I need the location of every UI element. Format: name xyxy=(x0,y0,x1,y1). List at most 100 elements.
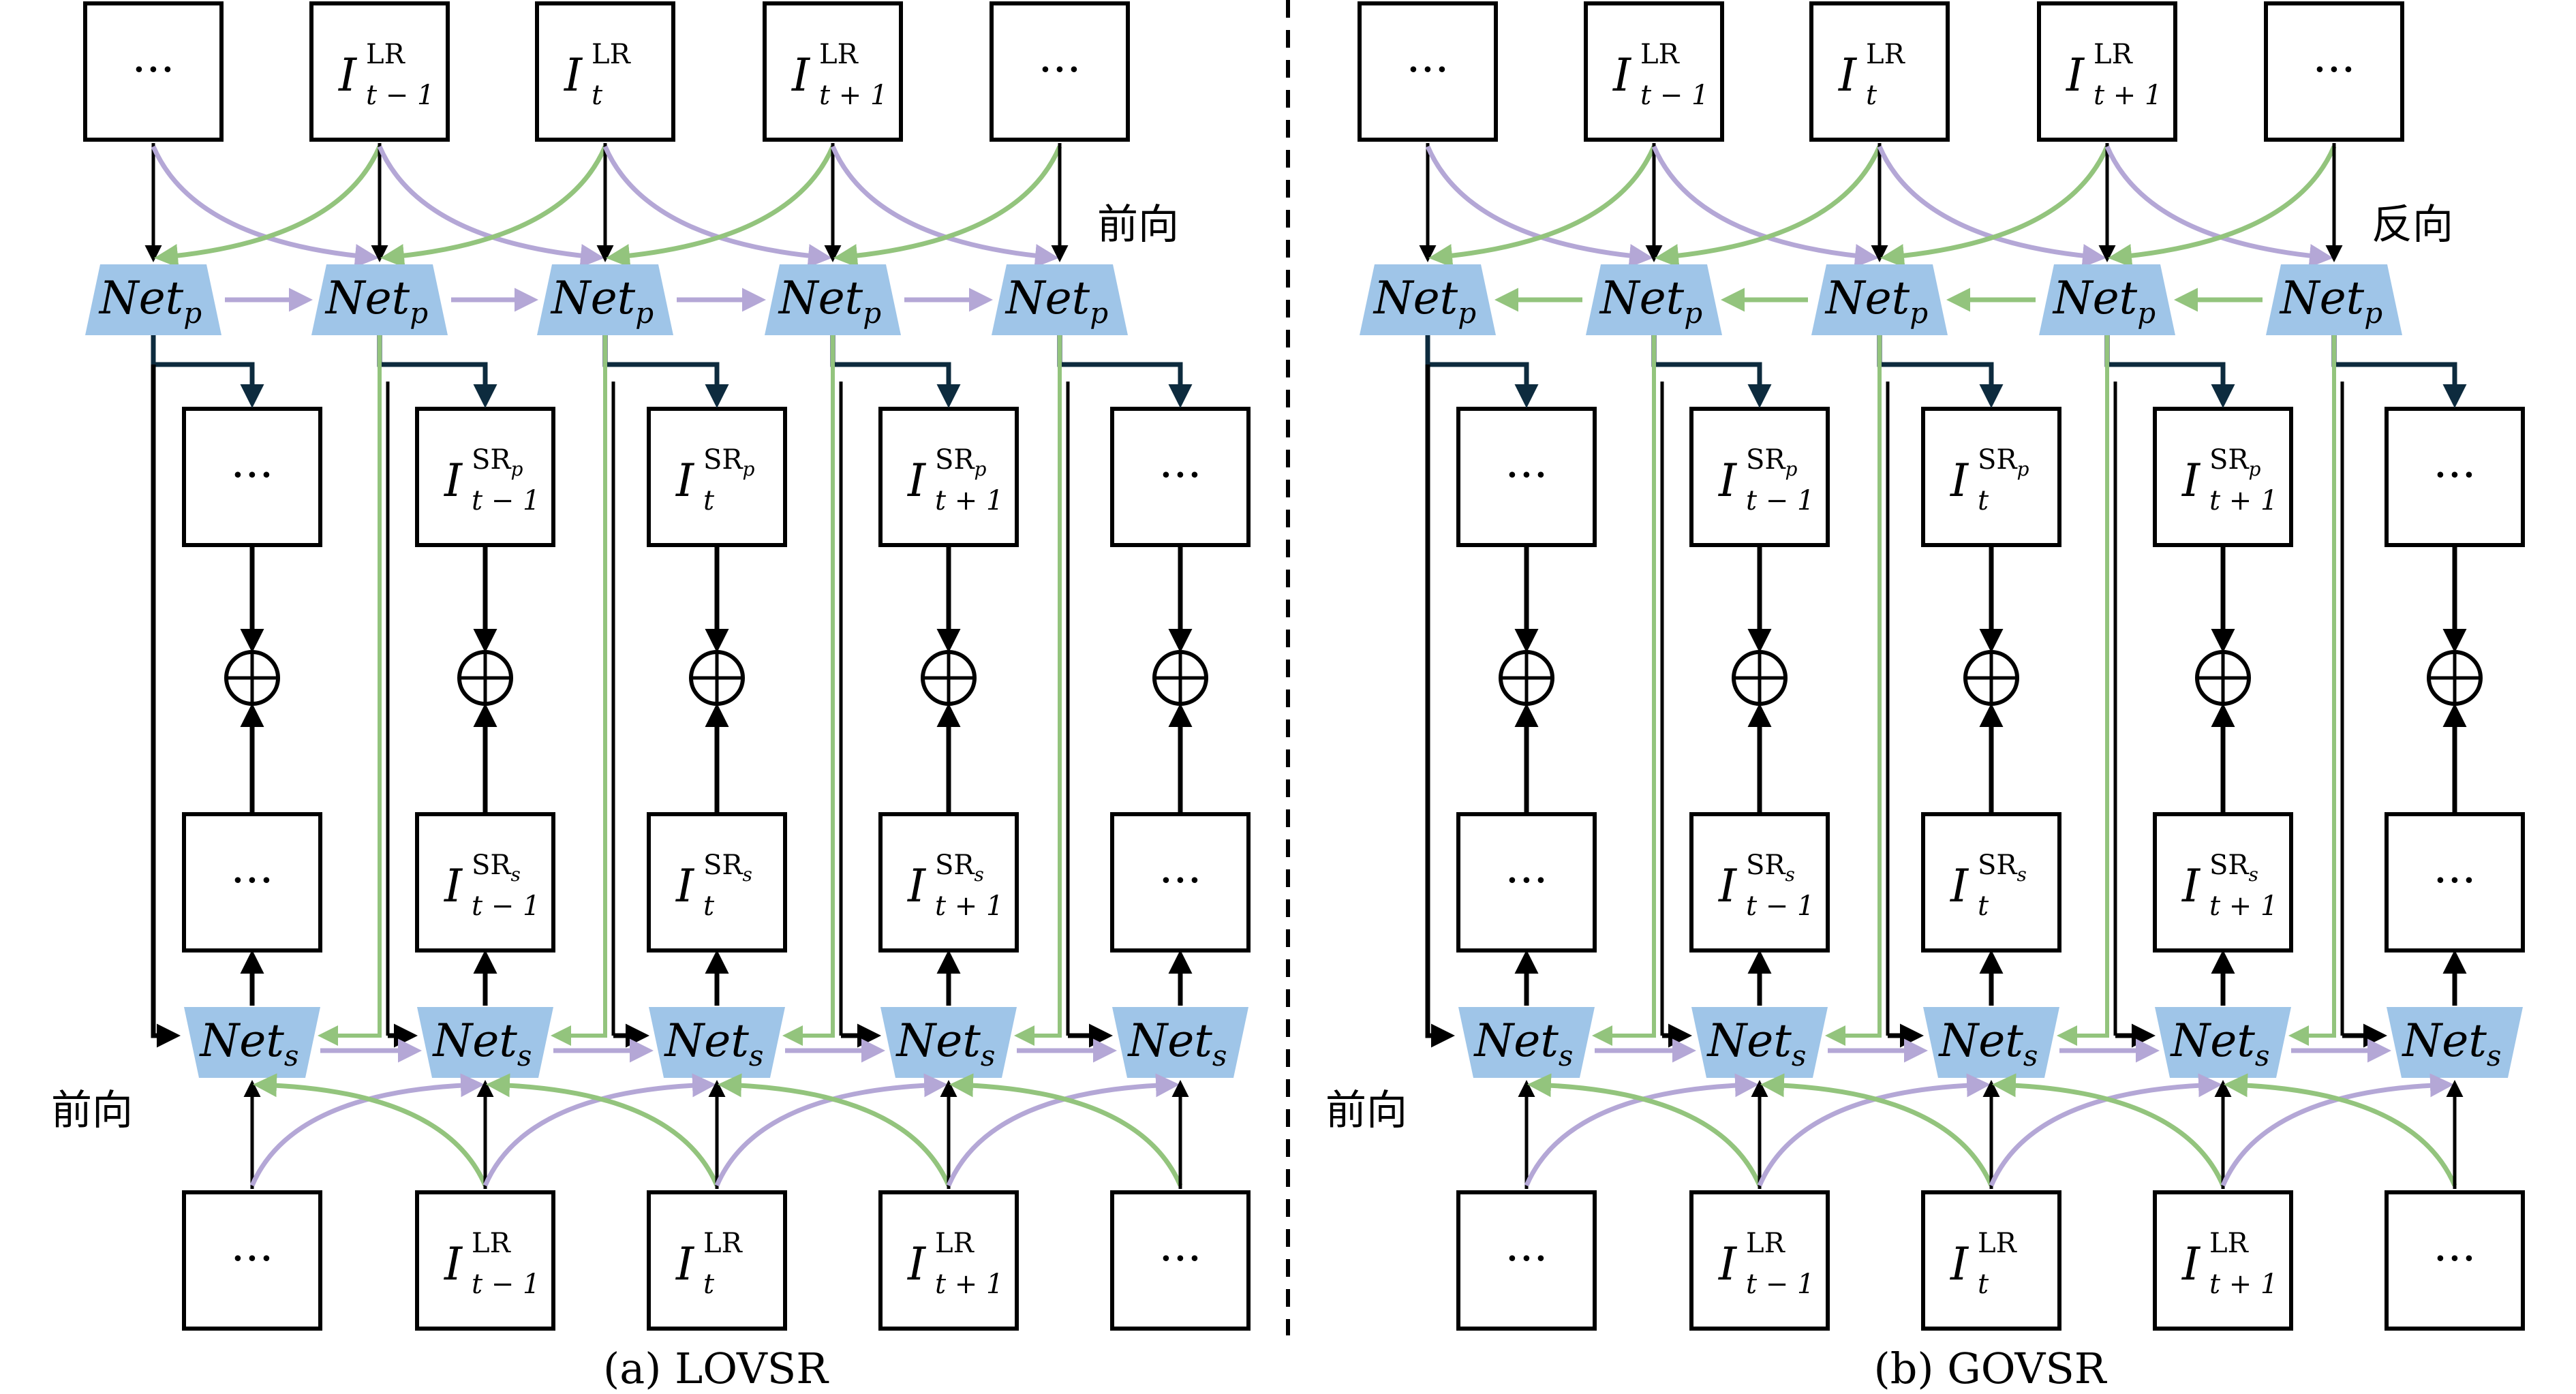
net-trapezoid xyxy=(1691,1007,1828,1078)
net-label: Netp xyxy=(1824,272,1928,330)
net-s-2: Nets xyxy=(649,1007,785,1078)
frame-box xyxy=(1921,812,2061,952)
bottom-lr-box-0: ··· xyxy=(1456,1190,1597,1331)
frame-subscript: t xyxy=(1978,890,1989,922)
purple-bottom-curve xyxy=(1524,1073,1759,1187)
netp-state-line xyxy=(1014,335,1062,1046)
frame-symbol: I xyxy=(1718,454,1738,507)
frame-superscript: LR xyxy=(1978,1228,2018,1259)
frame-box xyxy=(763,1,903,142)
frame-subscript: t + 1 xyxy=(2209,890,2278,922)
net-trapezoid xyxy=(2266,264,2402,335)
netp-to-srp-arrow xyxy=(1877,335,2004,408)
frame-box xyxy=(2385,407,2525,547)
frame-subscript: t − 1 xyxy=(1640,80,1708,111)
netp-state-line xyxy=(551,335,607,1046)
frame-box xyxy=(1110,407,1251,547)
frame-superscript: SRp xyxy=(1746,444,1798,480)
frame-box xyxy=(2153,812,2293,952)
net-p-4: Netp xyxy=(2266,264,2402,335)
frame-subscript: t − 1 xyxy=(1746,890,1814,922)
frame-superscript: LR xyxy=(366,39,406,70)
net-trapezoid xyxy=(1458,1007,1595,1078)
net-trapezoid xyxy=(1923,1007,2059,1078)
sum-node-1 xyxy=(1732,650,1788,706)
green-backward-curve xyxy=(606,145,835,268)
panel-caption: (a) LOVSR xyxy=(603,1344,829,1393)
frame-symbol: I xyxy=(1950,860,1969,912)
frame-symbol: I xyxy=(907,860,927,912)
ellipsis-label: ··· xyxy=(2434,854,2477,907)
net-p-1: Netp xyxy=(311,264,448,335)
green-bottom-curve xyxy=(1527,1073,1762,1187)
netp-to-srp-arrow xyxy=(377,335,497,408)
frame-subscript: t xyxy=(703,485,715,516)
green-bottom-curve xyxy=(486,1073,720,1187)
frame-box xyxy=(647,407,787,547)
netp-to-srp-arrow xyxy=(151,335,264,408)
frame-symbol: I xyxy=(675,860,695,912)
purple-forward-curve xyxy=(2104,145,2333,268)
frame-box xyxy=(415,1190,555,1331)
net-label: Netp xyxy=(550,272,654,330)
frame-superscript: SRp xyxy=(935,444,987,480)
net-p-4: Netp xyxy=(992,264,1128,335)
ellipsis-label: ··· xyxy=(1159,854,1202,907)
panel-caption: (b) GOVSR xyxy=(1874,1344,2108,1393)
frame-box xyxy=(878,1190,1019,1331)
netp-to-srp-arrow xyxy=(1057,335,1193,408)
srp-box-4: ··· xyxy=(2385,407,2525,547)
net-trapezoid xyxy=(1586,264,1722,335)
net-label: Nets xyxy=(2170,1014,2270,1072)
frame-superscript: LR xyxy=(592,39,632,70)
ellipsis-label: ··· xyxy=(231,1233,274,1285)
frame-subscript: t − 1 xyxy=(472,485,540,516)
net-label: Netp xyxy=(1373,272,1476,330)
frame-subscript: t + 1 xyxy=(2209,1269,2278,1300)
green-backward-curve xyxy=(1655,145,1882,268)
purple-bottom-curve xyxy=(249,1073,485,1187)
netp-to-nets-feed xyxy=(1425,365,1455,1048)
net-label: Netp xyxy=(778,272,881,330)
sum-node-3 xyxy=(921,650,977,706)
net-label: Netp xyxy=(98,272,202,330)
netp-to-srp-arrow xyxy=(602,335,729,408)
frame-superscript: SRs xyxy=(472,850,521,886)
frame-symbol: I xyxy=(1950,1238,1969,1290)
frame-superscript: SRp xyxy=(472,444,523,480)
frame-symbol: I xyxy=(2181,454,2201,507)
green-backward-curve xyxy=(1428,145,1657,268)
net-trapezoid xyxy=(2387,1007,2523,1078)
srs-box-4: ··· xyxy=(1110,812,1251,952)
frame-symbol: I xyxy=(675,1238,695,1290)
net-trapezoid xyxy=(2155,1007,2291,1078)
frame-superscript: SRp xyxy=(2209,444,2261,480)
net-label: Nets xyxy=(1938,1014,2038,1072)
srp-box-0: ··· xyxy=(182,407,322,547)
bottom-lr-box-4: ··· xyxy=(2385,1190,2525,1331)
top-lr-box-0: ··· xyxy=(83,1,224,142)
sum-node-2 xyxy=(689,650,745,706)
net-trapezoid xyxy=(184,1007,320,1078)
sum-node-3 xyxy=(2195,650,2251,706)
frame-symbol: I xyxy=(2181,860,2201,912)
green-bottom-curve xyxy=(2224,1073,2457,1187)
frame-symbol: I xyxy=(907,454,927,507)
purple-forward-curve xyxy=(1877,145,2106,268)
frame-box xyxy=(1809,1,1950,142)
frame-box xyxy=(1110,1190,1251,1331)
net-label: Nets xyxy=(1473,1014,1574,1072)
net-trapezoid xyxy=(311,264,448,335)
net-trapezoid xyxy=(992,264,1128,335)
purple-forward-curve xyxy=(830,145,1059,268)
